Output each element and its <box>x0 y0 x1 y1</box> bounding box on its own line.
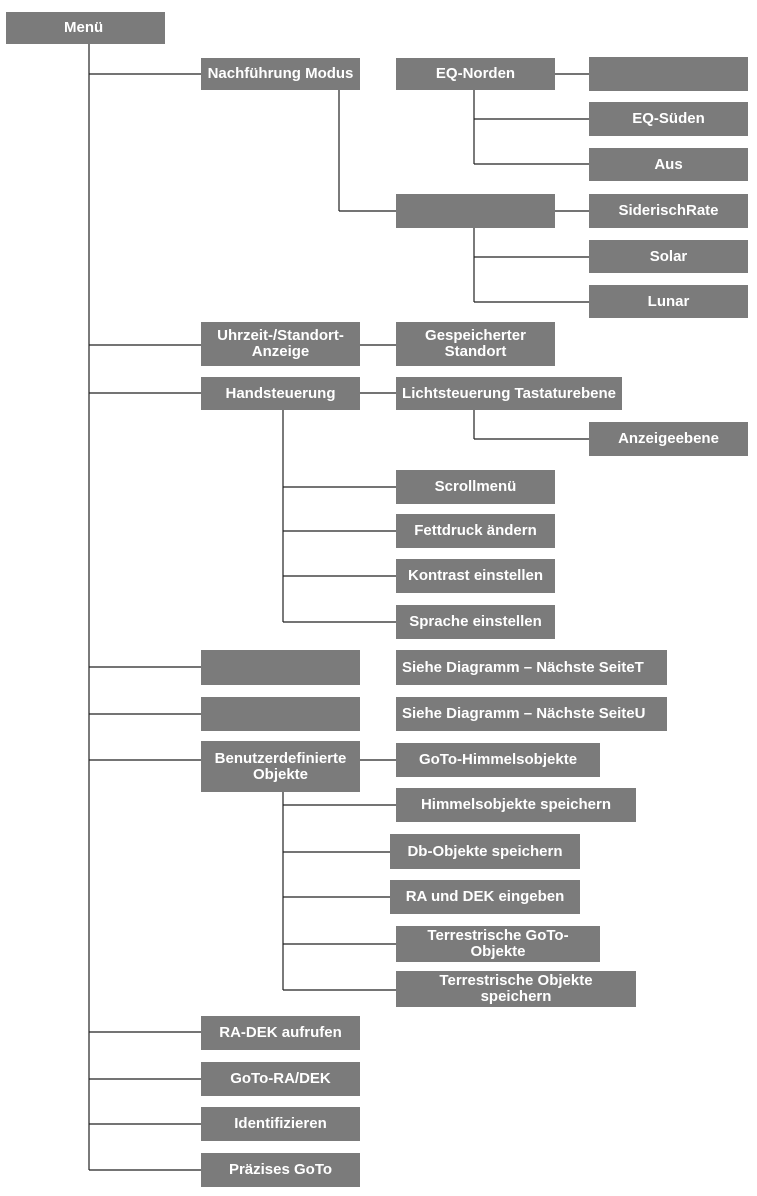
node-scroll-menu-label: Scrollmenü <box>434 478 517 495</box>
node-save-sky-label: Himmelsobjekte speichern <box>420 796 612 813</box>
node-enter-ra-dec-label: RA und DEK eingeben <box>405 888 565 905</box>
node-goto-ra-dec: GoTo-RA/DEK <box>201 1062 360 1096</box>
node-blank-1 <box>201 650 360 685</box>
node-tracking-mode: Nachführung Modus <box>201 58 360 90</box>
node-ra-dec-recall-label: RA-DEK aufrufen <box>219 1024 342 1041</box>
node-display-level-label: Anzeigeebene <box>618 430 719 447</box>
node-save-terrestrial: Terrestrische Objekte speichern <box>396 971 636 1007</box>
menu-root-box: Menü <box>6 12 165 44</box>
node-see-diagram-t-label: Siehe Diagramm – Nächste SeiteT <box>402 658 644 676</box>
node-goto-sky-label: GoTo-Himmelsobjekte <box>418 751 578 768</box>
node-saved-location-label: Gespeicherter Standort <box>425 327 526 360</box>
node-tracking-rate <box>396 194 555 228</box>
node-precise-goto-label: Präzises GoTo <box>228 1161 333 1178</box>
node-tracking-mode-label: Nachführung Modus <box>207 65 354 82</box>
node-blank-3 <box>589 57 748 91</box>
node-siderisch-rate: SiderischRate <box>589 194 748 228</box>
node-lunar-label: Lunar <box>647 292 690 310</box>
node-save-sky: Himmelsobjekte speichern <box>396 788 636 822</box>
node-language-label: Sprache einstellen <box>409 613 542 630</box>
node-terrestrial-goto: Terrestrische GoTo-Objekte <box>396 926 600 962</box>
node-scroll-menu: Scrollmenü <box>396 470 555 504</box>
node-off: Aus <box>589 148 748 181</box>
node-ra-dec-recall: RA-DEK aufrufen <box>201 1016 360 1050</box>
node-hand-control-label: Handsteuerung <box>225 384 336 402</box>
node-see-diagram-u-label: Siehe Diagramm – Nächste SeiteU <box>402 705 646 722</box>
node-light-control: Lichtsteuerung Tastaturebene <box>396 377 622 410</box>
node-identify-label: Identifizieren <box>234 1115 327 1132</box>
node-light-control-label: Lichtsteuerung Tastaturebene <box>402 384 616 402</box>
node-save-db-label: Db-Objekte speichern <box>407 842 563 860</box>
node-solar-label: Solar <box>649 247 688 265</box>
node-terrestrial-goto-label: Terrestrische GoTo-Objekte <box>427 927 569 960</box>
node-identify: Identifizieren <box>201 1107 360 1141</box>
node-enter-ra-dec: RA und DEK eingeben <box>390 880 580 914</box>
node-hand-control: Handsteuerung <box>201 377 360 410</box>
node-language: Sprache einstellen <box>396 605 555 639</box>
node-precise-goto: Präzises GoTo <box>201 1153 360 1187</box>
node-solar: Solar <box>589 240 748 273</box>
node-eq-south-label: EQ-Süden <box>632 110 705 127</box>
node-goto-ra-dec-label: GoTo-RA/DEK <box>230 1070 331 1087</box>
node-display-level: Anzeigeebene <box>589 422 748 456</box>
node-eq-north-label: EQ-Norden <box>435 65 516 82</box>
node-contrast: Kontrast einstellen <box>396 559 555 593</box>
node-time-location: Uhrzeit-/Standort-Anzeige <box>201 322 360 366</box>
node-lunar: Lunar <box>589 285 748 318</box>
node-blank-2 <box>201 697 360 731</box>
node-bold-change: Fettdruck ändern <box>396 514 555 548</box>
node-user-objects-label: Benutzerdefinierte Objekte <box>214 749 347 783</box>
node-eq-south: EQ-Süden <box>589 102 748 136</box>
node-off-label: Aus <box>654 155 683 173</box>
menu-root-label: Menü <box>64 19 104 36</box>
node-see-diagram-t: Siehe Diagramm – Nächste SeiteT <box>396 650 667 685</box>
node-time-location-label: Uhrzeit-/Standort-Anzeige <box>217 327 344 360</box>
node-bold-change-label: Fettdruck ändern <box>414 522 537 539</box>
node-see-diagram-u: Siehe Diagramm – Nächste SeiteU <box>396 697 667 731</box>
node-user-objects: Benutzerdefinierte Objekte <box>201 741 360 792</box>
node-eq-north: EQ-Norden <box>396 58 555 90</box>
node-goto-sky: GoTo-Himmelsobjekte <box>396 743 600 777</box>
node-save-terrestrial-label: Terrestrische Objekte speichern <box>439 972 593 1005</box>
node-siderisch-rate-label: SiderischRate <box>618 202 719 219</box>
node-contrast-label: Kontrast einstellen <box>407 567 544 584</box>
node-saved-location: Gespeicherter Standort <box>396 322 555 366</box>
node-save-db: Db-Objekte speichern <box>390 834 580 869</box>
